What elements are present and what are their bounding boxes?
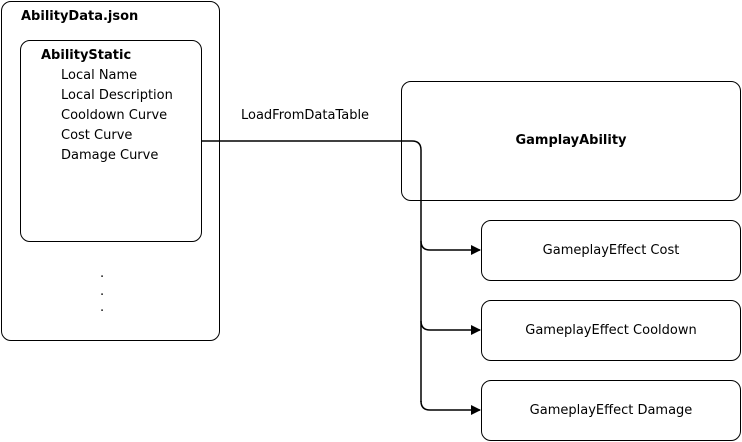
- connector-label: LoadFromDataTable: [241, 108, 370, 123]
- gameplay-ability-box: GamplayAbility: [401, 81, 741, 201]
- arrow-to-cost: [420, 240, 481, 255]
- trunk-line: [201, 140, 422, 402]
- file-title: AbilityData.json: [21, 9, 139, 24]
- ellipsis-dot: ·: [100, 304, 105, 319]
- effect-damage-label: GameplayEffect Damage: [529, 403, 693, 418]
- ellipsis-dot: ·: [100, 270, 105, 285]
- field-cooldown-curve: Cooldown Curve: [61, 108, 168, 123]
- field-damage-curve: Damage Curve: [61, 148, 159, 163]
- field-local-name: Local Name: [61, 68, 138, 83]
- effect-cooldown-label: GameplayEffect Cooldown: [525, 323, 697, 338]
- arrow-to-damage: [420, 400, 481, 415]
- ellipsis-dot: ·: [100, 288, 105, 303]
- arrow-to-cooldown: [420, 320, 481, 335]
- effect-cost-label: GameplayEffect Cost: [542, 243, 680, 258]
- effect-cost-box: GameplayEffect Cost: [481, 220, 741, 281]
- ability-static-title: AbilityStatic: [41, 48, 132, 63]
- ability-static-box: [20, 40, 202, 242]
- field-local-description: Local Description: [61, 88, 173, 103]
- gameplay-ability-title: GamplayAbility: [515, 133, 627, 148]
- effect-cooldown-box: GameplayEffect Cooldown: [481, 300, 741, 361]
- field-cost-curve: Cost Curve: [61, 128, 133, 143]
- effect-damage-box: GameplayEffect Damage: [481, 380, 741, 441]
